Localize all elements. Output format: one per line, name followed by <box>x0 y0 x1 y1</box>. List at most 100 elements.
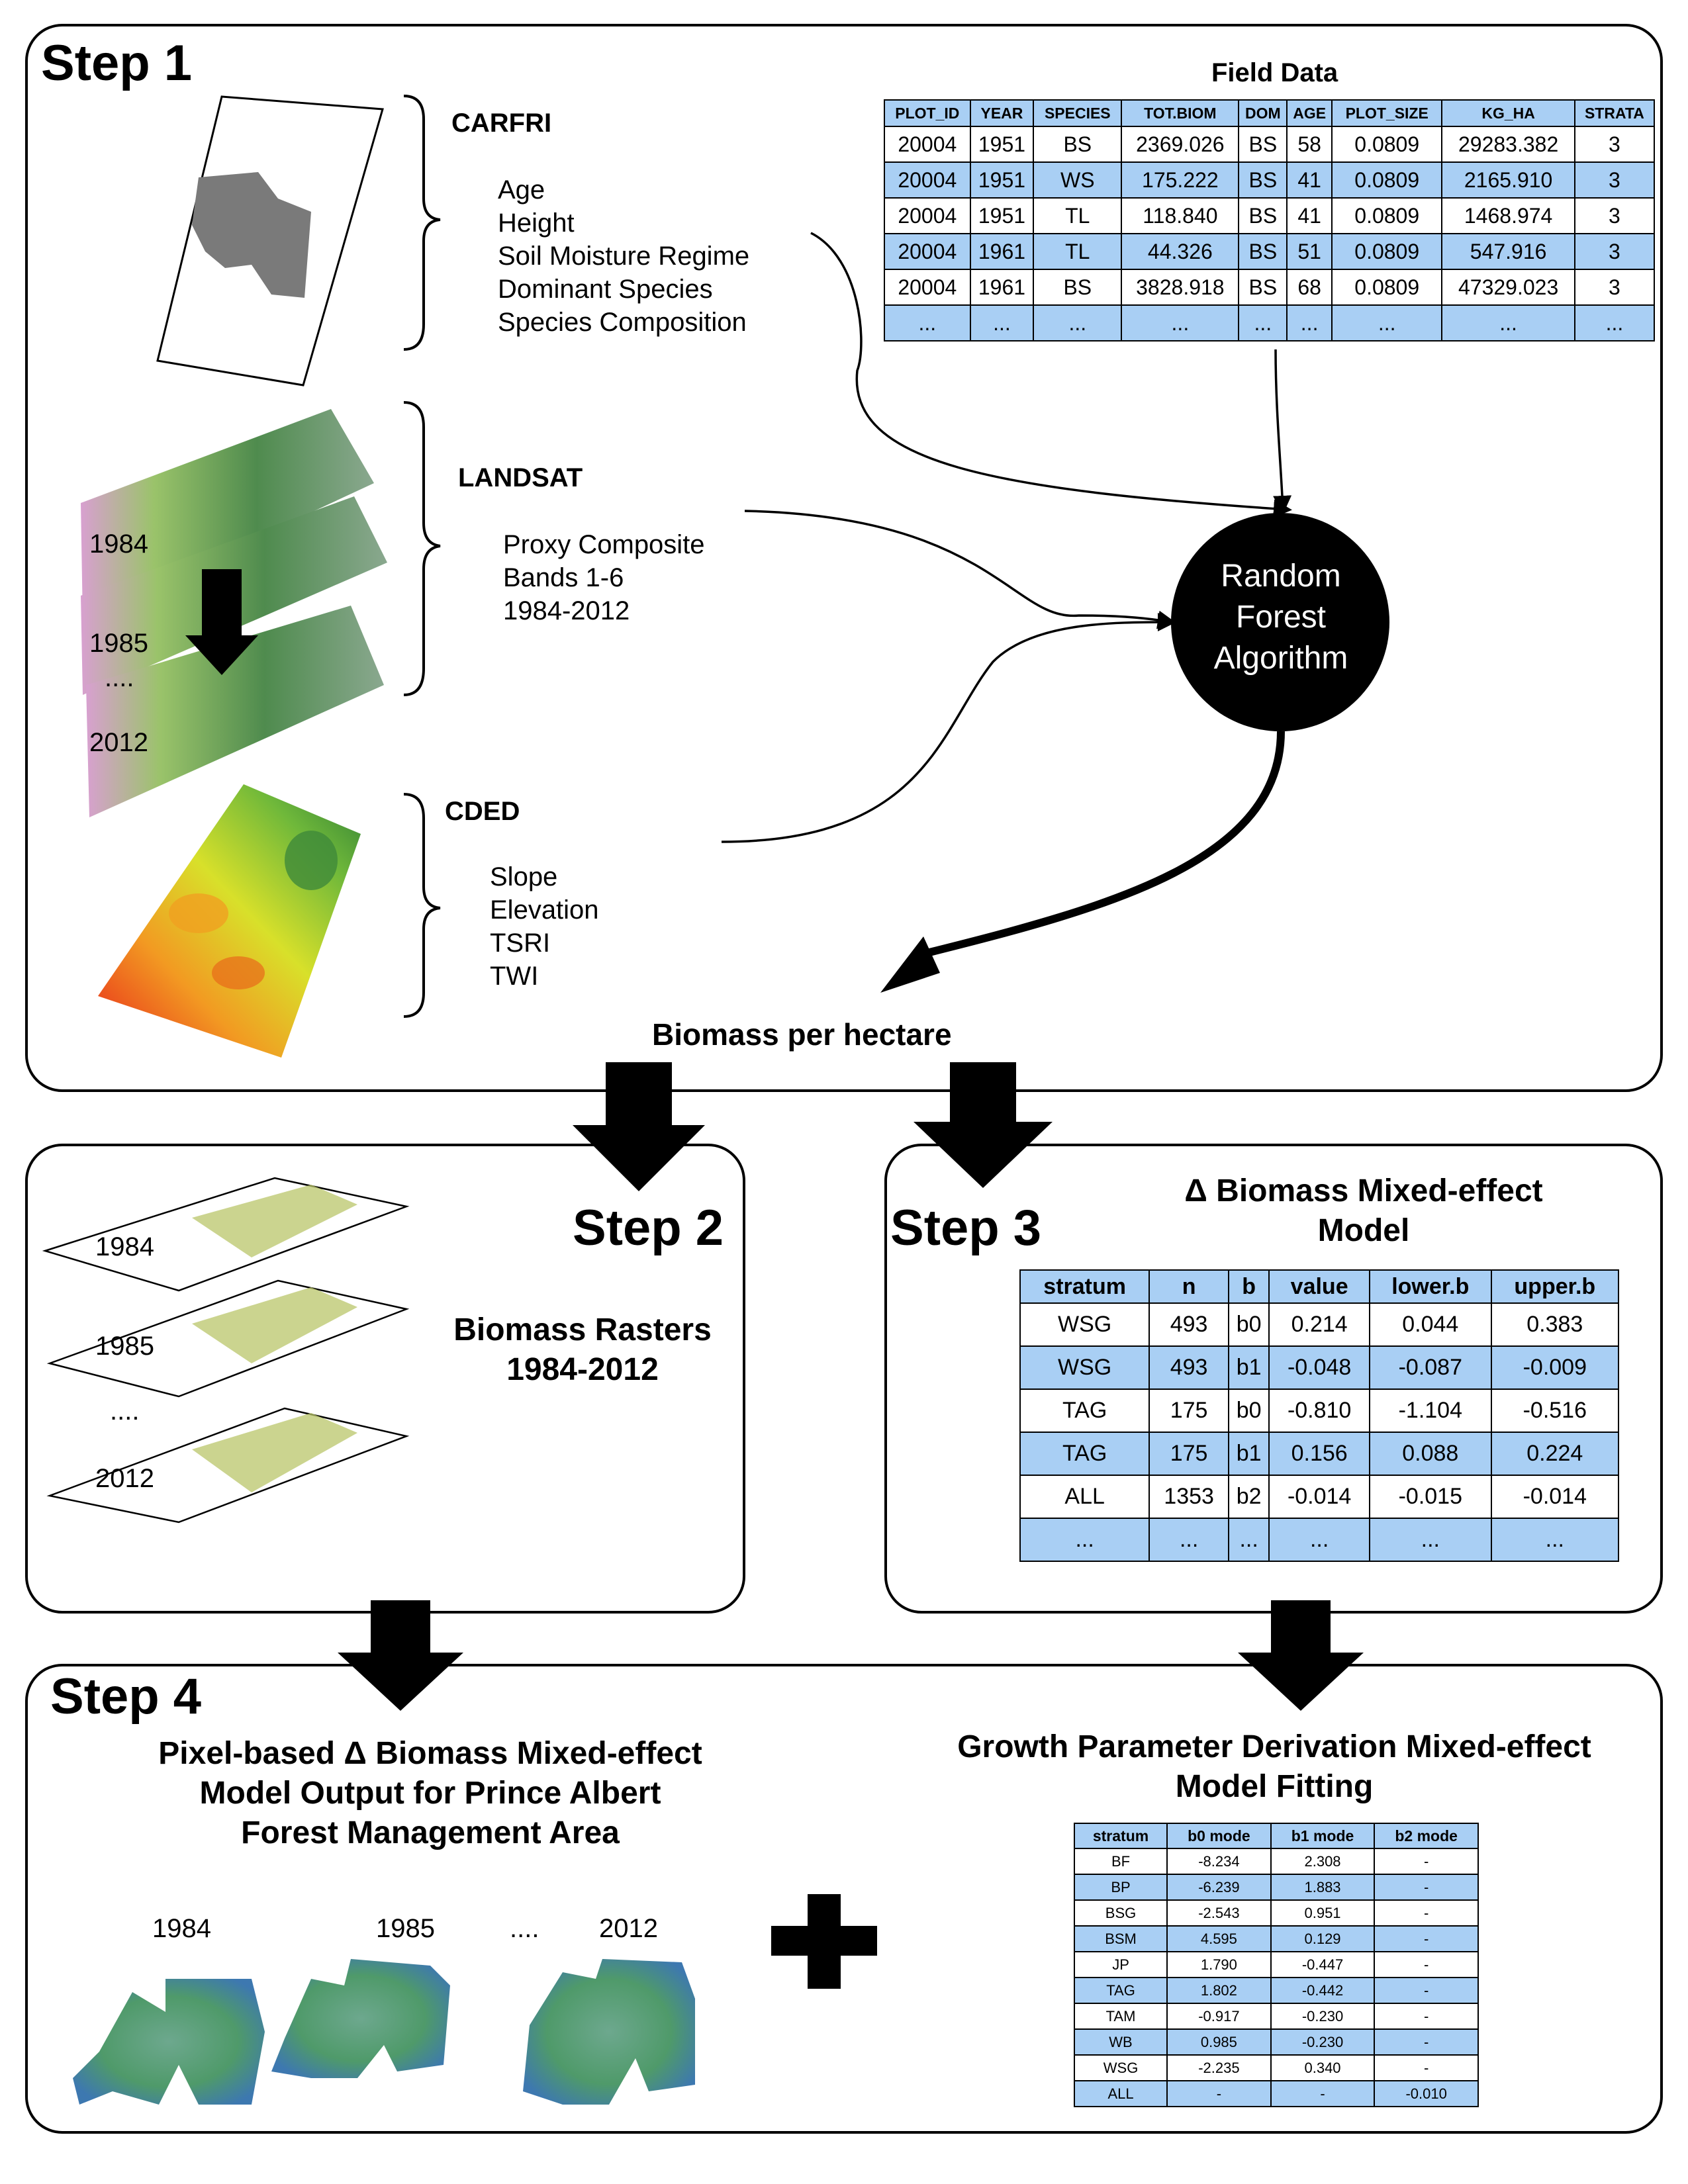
table-cell: BS <box>1238 161 1288 199</box>
table-cell: 0.0809 <box>1331 161 1443 199</box>
table-header-cell: stratum <box>1019 1269 1150 1304</box>
step4-year-1985: 1985 <box>376 1914 435 1943</box>
table-cell: 0.0809 <box>1331 197 1443 234</box>
table-header-cell: stratum <box>1073 1823 1168 1849</box>
table-cell: 1.883 <box>1270 1874 1376 1901</box>
table-cell: BS <box>1033 269 1123 306</box>
table-cell: - <box>1374 1848 1479 1875</box>
rf-to-biomass-arrow <box>925 731 1285 957</box>
table-cell: ... <box>1573 304 1656 341</box>
step2-year-ellipsis: .... <box>110 1396 140 1426</box>
table-cell: -6.239 <box>1166 1874 1272 1901</box>
cded-item: Slope <box>490 862 558 891</box>
table-cell: ... <box>1227 1518 1270 1562</box>
table-cell: 2.308 <box>1270 1848 1376 1875</box>
table-cell: -0.230 <box>1270 2028 1376 2056</box>
landsat-item: Bands 1-6 <box>503 563 624 592</box>
table-cell: BS <box>1238 269 1288 306</box>
cded-to-rf-arrow <box>721 613 1176 843</box>
table-cell: b1 <box>1227 1345 1270 1390</box>
table-cell: - <box>1374 1899 1479 1927</box>
table-cell: 0.088 <box>1368 1432 1492 1476</box>
table-cell: 0.0809 <box>1331 126 1443 163</box>
plus-icon <box>771 1894 877 1989</box>
table-cell: 1951 <box>969 161 1035 199</box>
table-cell: ... <box>1019 1518 1150 1562</box>
table-cell: b2 <box>1227 1475 1270 1519</box>
cded-item: Elevation <box>490 895 599 925</box>
step1-to-step3-arrow <box>914 1062 1053 1188</box>
table-cell: - <box>1374 1977 1479 2004</box>
table-cell: 3828.918 <box>1121 269 1240 306</box>
table-cell: ... <box>1286 304 1333 341</box>
table-cell: ... <box>1490 1518 1620 1562</box>
table-cell: BS <box>1033 126 1123 163</box>
table-cell: TAG <box>1073 1977 1168 2004</box>
table-cell: TL <box>1033 197 1123 234</box>
table-cell: BS <box>1238 126 1288 163</box>
table-cell: - <box>1374 1925 1479 1952</box>
landsat-year-2012: 2012 <box>89 728 148 757</box>
step4-panel <box>25 1664 1663 2134</box>
table-cell: ... <box>1441 304 1575 341</box>
table-cell: BS <box>1238 197 1288 234</box>
table-header-cell: b1 mode <box>1270 1823 1376 1849</box>
cded-item: TWI <box>490 962 539 991</box>
table-cell: WSG <box>1019 1345 1150 1390</box>
step1-label: Step 1 <box>41 35 193 91</box>
table-cell: 20004 <box>884 161 971 199</box>
table-header-cell: lower.b <box>1368 1269 1492 1304</box>
table-cell: 47329.023 <box>1441 269 1575 306</box>
step2-label: Step 2 <box>573 1200 724 1256</box>
table-header-cell: AGE <box>1286 99 1333 127</box>
table-cell: WB <box>1073 2028 1168 2056</box>
landsat-year-1985: 1985 <box>89 629 148 658</box>
step4-map-1985 <box>271 1959 450 2078</box>
table-cell: -0.230 <box>1270 2003 1376 2030</box>
step1-to-step2-arrow <box>573 1062 705 1191</box>
table-cell: -0.442 <box>1270 1977 1376 2004</box>
random-forest-label: Random Forest Algorithm <box>1213 559 1348 676</box>
table-cell: WS <box>1033 161 1123 199</box>
table-cell: -0.014 <box>1490 1475 1620 1519</box>
table-cell: TAM <box>1073 2003 1168 2030</box>
table-cell: 1.802 <box>1166 1977 1272 2004</box>
table-cell: 1468.974 <box>1441 197 1575 234</box>
table-header-cell: TOT.BIOM <box>1121 99 1240 127</box>
table-header-cell: b <box>1227 1269 1270 1304</box>
table-row: ALL---0.010 <box>1073 2080 1479 2107</box>
table-cell: -0.010 <box>1374 2080 1479 2107</box>
table-cell: ALL <box>1019 1475 1150 1519</box>
table-cell: BSG <box>1073 1899 1168 1927</box>
table-cell: 0.0809 <box>1331 233 1443 270</box>
table-cell: 0.951 <box>1270 1899 1376 1927</box>
table-cell: -0.447 <box>1270 1951 1376 1978</box>
table-cell: JP <box>1073 1951 1168 1978</box>
table-cell: TAG <box>1019 1432 1150 1476</box>
table-header-cell: value <box>1268 1269 1370 1304</box>
landsat-scene-1984 <box>81 409 374 619</box>
table-cell: WSG <box>1019 1302 1150 1347</box>
carfri-list: Age Height Soil Moisture Regime Dominant… <box>498 173 749 339</box>
step2-year-1985: 1985 <box>95 1332 154 1361</box>
table-cell: 51 <box>1286 233 1333 270</box>
table-cell: 2369.026 <box>1121 126 1240 163</box>
table-header-cell: SPECIES <box>1033 99 1123 127</box>
table-cell: -0.917 <box>1166 2003 1272 2030</box>
table-cell: - <box>1374 2003 1479 2030</box>
step4-left-title: Pixel-based Δ Biomass Mixed-effect Model… <box>158 1736 702 1850</box>
table-cell: 41 <box>1286 197 1333 234</box>
cded-title: CDED <box>445 797 520 826</box>
step4-label: Step 4 <box>50 1668 202 1725</box>
